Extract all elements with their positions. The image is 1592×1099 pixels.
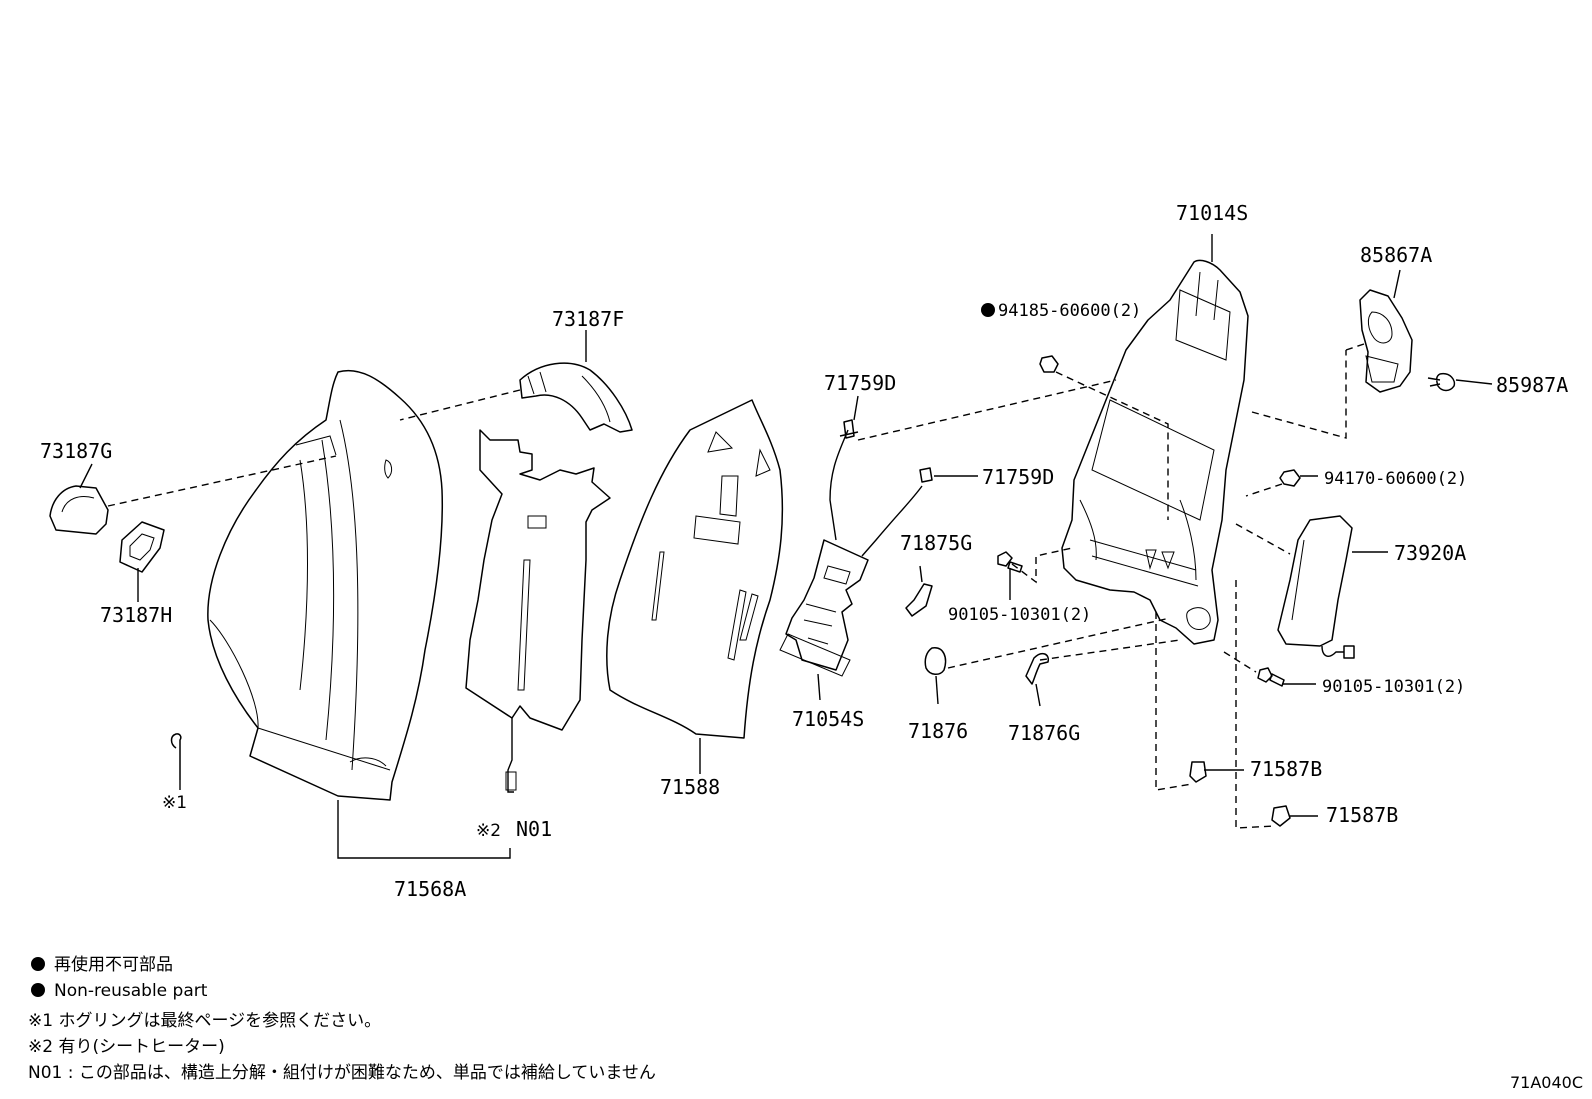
seat-back-pad-drawing <box>606 399 784 739</box>
label-71876g: 71876G <box>1008 721 1080 745</box>
nut-94185-drawing <box>1039 355 1059 373</box>
airbag-bracket-drawing <box>1359 289 1413 393</box>
bolt-right-drawing <box>1257 667 1285 687</box>
diagram-code: 71A040C <box>1510 1073 1583 1092</box>
note-n01: N01 : この部品は、構造上分解・組付けが困難なため、単品では補給していません <box>28 1063 656 1083</box>
knob-drawing <box>119 521 165 573</box>
label-90105-10301-right: 90105-10301(2) <box>1322 677 1465 697</box>
clip-71587b-upper-drawing <box>1189 761 1207 783</box>
cover-71876g-drawing <box>1025 652 1050 685</box>
label-73187h: 73187H <box>100 603 172 627</box>
note-seat-heater: ※2 有り(シートヒーター) <box>28 1037 225 1057</box>
label-ref-1: ※1 <box>162 793 187 813</box>
label-71759d-upper: 71759D <box>824 371 896 395</box>
label-85867a: 85867A <box>1360 243 1432 267</box>
label-71054s: 71054S <box>792 707 864 731</box>
label-71759d-lower: 71759D <box>982 465 1054 489</box>
label-85987a: 85987A <box>1496 373 1568 397</box>
label-94170-60600: 94170-60600(2) <box>1324 469 1467 489</box>
side-airbag-drawing <box>1277 515 1355 659</box>
cover-71875g-drawing <box>905 583 933 617</box>
clip-85987a-drawing <box>1427 372 1456 392</box>
label-71014s: 71014S <box>1176 201 1248 225</box>
non-reusable-marker <box>981 303 995 317</box>
label-73187g: 73187G <box>40 439 112 463</box>
note-hog-ring: ※1 ホグリングは最終ページを参照ください。 <box>28 1011 381 1031</box>
label-n01: N01 <box>516 817 552 841</box>
legend: 再使用不可部品 Non-reusable part ※1 ホグリングは最終ページ… <box>28 954 656 1083</box>
assembly-lines <box>107 343 1365 829</box>
label-71876: 71876 <box>908 719 968 743</box>
seat-back-frame-drawing <box>1061 259 1249 645</box>
seat-back-cover-drawing <box>207 369 444 801</box>
leader-lines <box>79 234 1493 859</box>
label-90105-10301-left: 90105-10301(2) <box>948 605 1091 625</box>
label-71587b-upper: 71587B <box>1250 757 1322 781</box>
cover-71876-drawing <box>924 647 947 675</box>
label-71587b-lower: 71587B <box>1326 803 1398 827</box>
nut-94170-drawing <box>1279 469 1301 487</box>
clip-upper-drawing <box>839 419 859 439</box>
bolt-left-drawing <box>997 551 1023 573</box>
label-94185-60600: 94185-60600(2) <box>998 301 1141 321</box>
legend-non-reusable-en: Non-reusable part <box>54 981 208 1001</box>
bezel-drawing <box>49 485 109 535</box>
label-71568a: 71568A <box>394 877 466 901</box>
clip-71587b-lower-drawing <box>1271 805 1291 827</box>
trim-cover-upper-drawing <box>519 362 633 433</box>
label-73920a: 73920A <box>1394 541 1466 565</box>
label-73187f: 73187F <box>552 307 624 331</box>
label-ref-2: ※2 <box>476 821 501 841</box>
label-71875g: 71875G <box>900 531 972 555</box>
clip-lower-drawing <box>919 467 933 483</box>
hog-ring-drawing <box>170 733 182 780</box>
label-71588: 71588 <box>660 775 720 799</box>
legend-bullet-jp <box>31 957 45 971</box>
seat-heater-drawing <box>465 429 611 793</box>
legend-bullet-en <box>31 983 45 997</box>
lumbar-support-drawing <box>779 429 923 677</box>
legend-non-reusable-jp: 再使用不可部品 <box>54 954 173 975</box>
